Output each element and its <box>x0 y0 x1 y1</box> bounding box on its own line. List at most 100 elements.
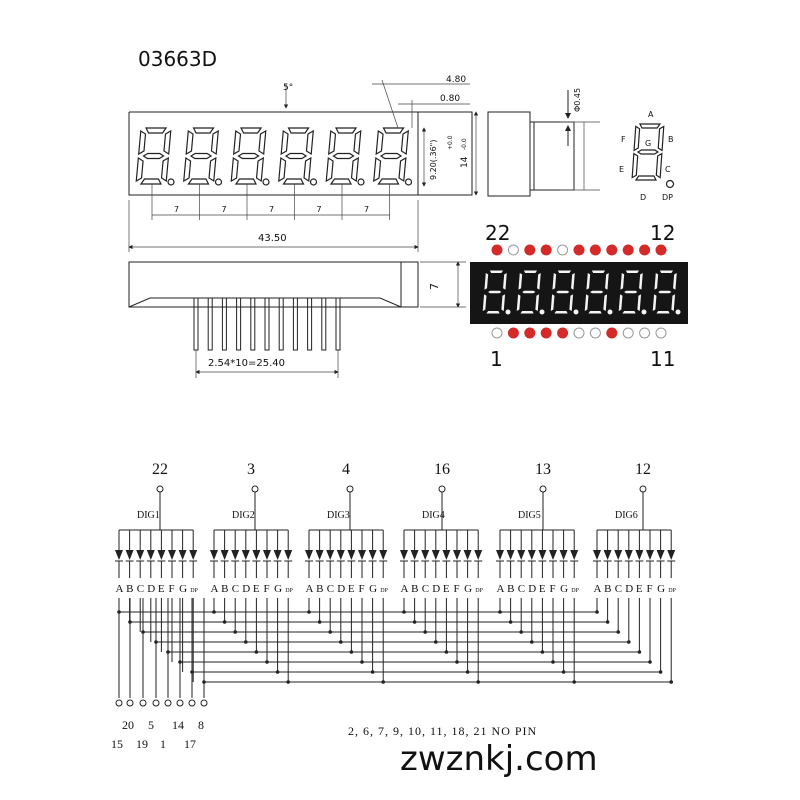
photo-pin-white <box>589 327 601 339</box>
char-height-dimension: 9.20(.36") <box>429 140 438 180</box>
photo-pin-22-label: 22 <box>485 221 510 245</box>
diode-symbol <box>527 550 536 560</box>
segment-pin-terminal <box>139 699 147 707</box>
diode-symbol <box>421 550 430 560</box>
segment-e <box>373 156 382 183</box>
segment-b <box>353 129 362 156</box>
photo-pin-white <box>639 327 651 339</box>
photo-segment-a <box>556 269 573 274</box>
segment-f <box>232 129 242 156</box>
key-label-a: A <box>648 110 654 119</box>
digit-label: DIG1 <box>137 510 160 521</box>
segment-label-d: D <box>337 583 345 595</box>
photo-segment-d <box>552 310 570 315</box>
segment-label-e: E <box>348 583 355 595</box>
digit-pin-terminal <box>346 485 354 493</box>
height-dimension: 14 <box>460 156 470 168</box>
segment-label-f: F <box>264 583 270 595</box>
photo-segment-c <box>500 292 507 313</box>
junction-dot <box>166 650 170 654</box>
diode-symbol <box>496 550 504 560</box>
photo-digit <box>583 269 613 315</box>
diode-symbol <box>603 550 612 560</box>
photo-segment-b <box>604 271 610 292</box>
segment-d <box>377 178 400 185</box>
photo-segment-g <box>486 289 504 295</box>
digit-pin-number: 22 <box>152 461 168 478</box>
segment-a <box>287 127 310 134</box>
photo-pin-red <box>491 244 503 256</box>
diode-symbol <box>559 550 568 560</box>
segment-label-b: B <box>221 583 228 595</box>
front-digit <box>325 127 365 186</box>
segment-c <box>350 156 360 183</box>
diode-symbol <box>463 550 472 560</box>
photo-pin-red <box>573 244 585 256</box>
decimal-point <box>404 178 413 186</box>
digit-label: DIG4 <box>422 510 445 521</box>
diode-symbol <box>635 550 644 560</box>
segment-c <box>398 156 407 183</box>
pin-diameter-label: Φ0.45 <box>573 88 582 112</box>
key-label-c: C <box>665 165 671 174</box>
width-dimension: 43.50 <box>258 233 287 244</box>
segment-d <box>329 178 352 185</box>
segment-label-f: F <box>550 583 556 595</box>
photo-segment-f <box>653 271 660 292</box>
photo-pin-white <box>491 327 503 339</box>
key-segment-c <box>655 152 663 179</box>
photo-pin-1-label: 1 <box>490 347 503 371</box>
segment-label-a: A <box>211 583 219 595</box>
front-digit <box>135 127 175 186</box>
photo-digit <box>617 269 647 315</box>
decimal-point <box>214 178 223 186</box>
photo-decimal-point <box>539 309 545 315</box>
photo-pin-white <box>622 327 634 339</box>
diode-symbol <box>305 550 313 560</box>
digit-pin-terminal <box>539 485 547 493</box>
front-view-digits <box>135 127 413 186</box>
segment-label-d: D <box>242 583 250 595</box>
diode-symbol <box>136 550 145 560</box>
diode-symbol <box>646 550 654 560</box>
photo-segment-d <box>620 310 638 315</box>
segment-label-e: E <box>158 583 165 595</box>
diode-symbol <box>326 550 335 560</box>
diode-symbol <box>315 550 324 560</box>
diode-symbol <box>178 550 187 560</box>
segment-b <box>163 129 172 156</box>
segment-pin-number: 5 <box>148 718 154 732</box>
segment-g <box>332 152 355 160</box>
photo-pin-red <box>606 327 618 339</box>
dimension-4-80: 4.80 <box>446 75 466 85</box>
photo-segment-e <box>549 292 556 313</box>
photo-segment-c <box>602 292 609 313</box>
photo-pin-12-label: 12 <box>650 221 675 245</box>
key-segment-f <box>633 125 641 152</box>
photo-segment-f <box>483 271 490 292</box>
side-view: Φ0.45 <box>487 88 600 197</box>
photo-segment-c <box>670 292 677 313</box>
diode-symbol <box>379 550 388 560</box>
photo-bottom-pins <box>491 327 667 339</box>
photo-segment-d <box>654 310 672 315</box>
diode-symbol <box>263 550 271 560</box>
photo-pin-red <box>557 327 569 339</box>
segment-e <box>135 156 144 183</box>
segment-f <box>280 129 289 156</box>
photo-pin-white <box>573 327 585 339</box>
segment-e <box>278 156 287 183</box>
photo-segment-c <box>636 292 643 313</box>
diode-symbol <box>474 550 483 560</box>
segment-label-c: C <box>137 583 144 595</box>
pin-row <box>193 297 341 351</box>
photo-segment-b <box>536 271 542 292</box>
photo-pin-red <box>507 327 519 339</box>
photo-decimal-point <box>505 309 511 315</box>
segment-f <box>327 129 337 156</box>
segment-f <box>185 129 194 156</box>
segment-a <box>382 127 405 134</box>
